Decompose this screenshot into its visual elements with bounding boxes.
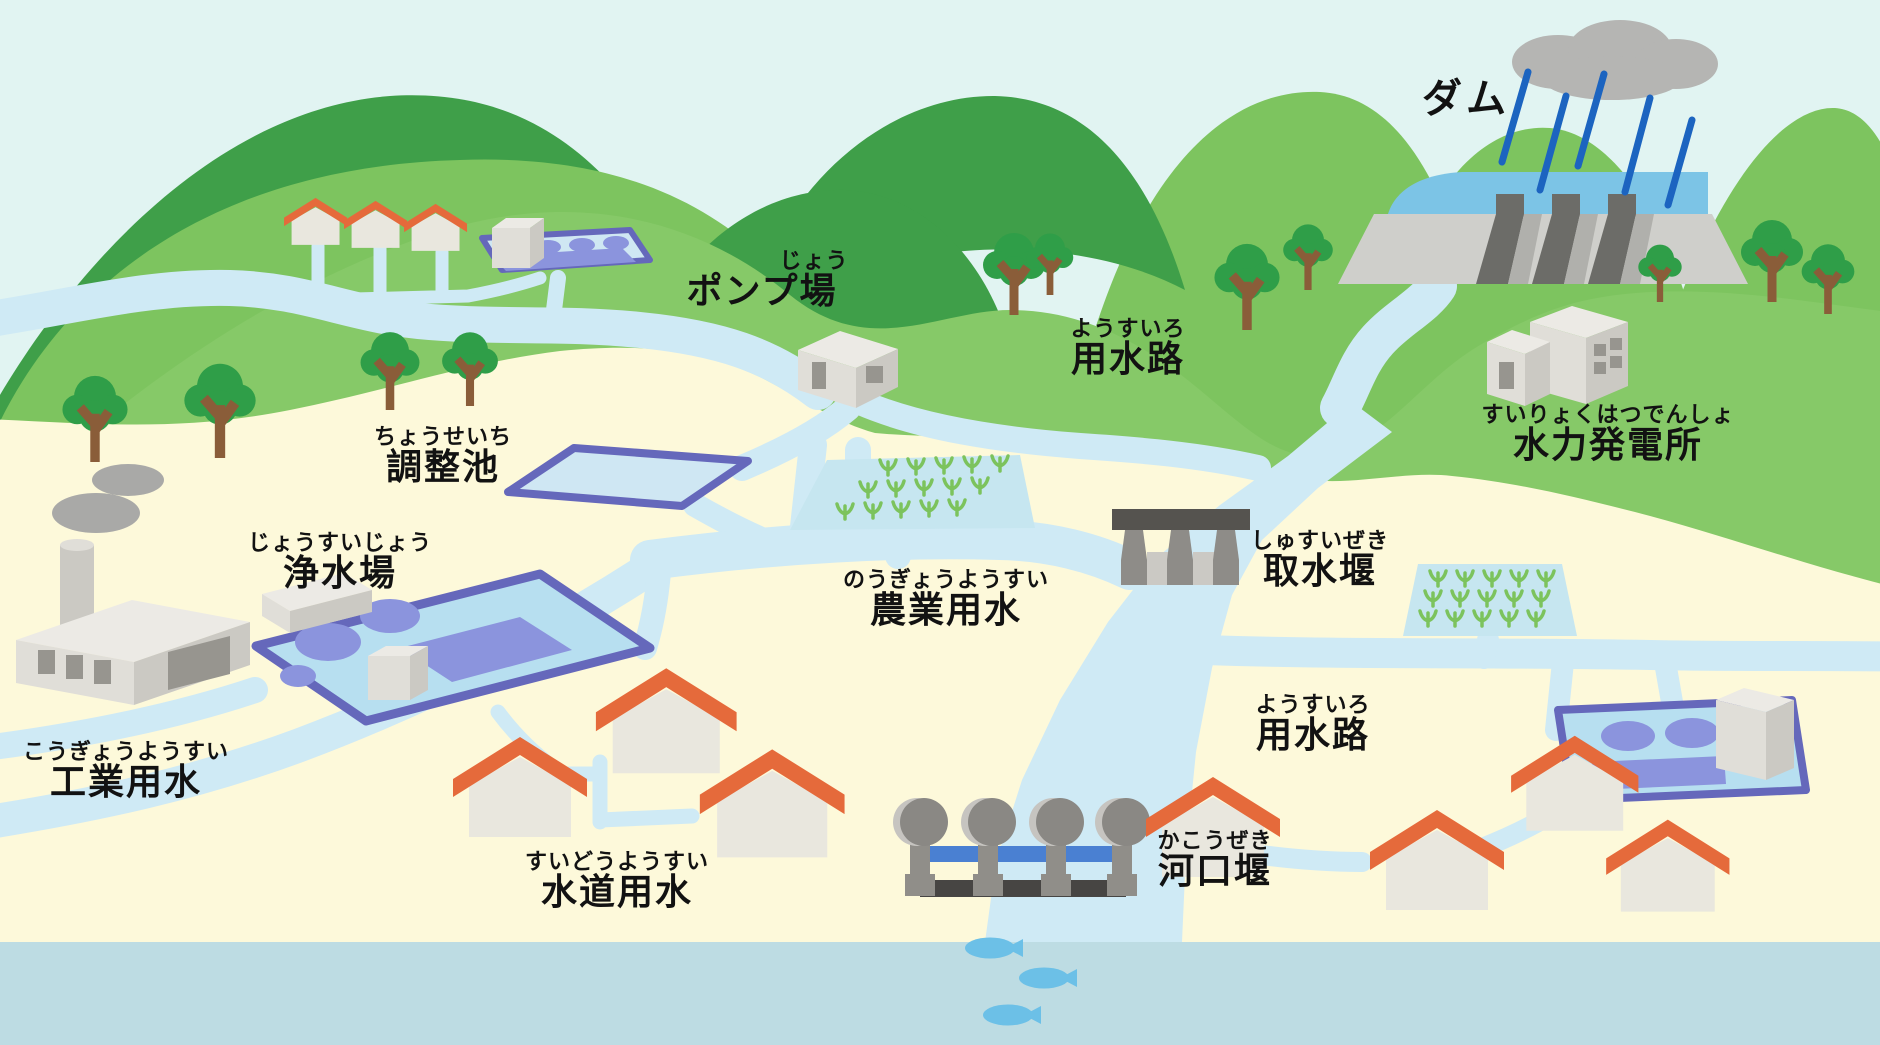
gate-hoist-disks — [893, 798, 1150, 846]
label-tap-water: すいどうようすい 水道用水 — [524, 850, 710, 914]
reservoir — [1388, 172, 1708, 214]
label-regulating-pond: ちょうせいち 調整池 — [373, 425, 513, 489]
label-industrial-water: こうぎょうようすい 工業用水 — [23, 740, 229, 804]
label-purification-plant: じょうすいじょう 浄水場 — [247, 531, 433, 595]
label-dam: ダム — [1422, 76, 1510, 122]
label-intake-weir: しゅすいぜき 取水堰 — [1250, 529, 1390, 593]
estuary-barrage-structure — [893, 798, 1150, 897]
intake-weir-structure — [1112, 509, 1250, 585]
sea — [0, 942, 1880, 1045]
regulating-pond — [504, 444, 752, 510]
rain-cloud-icon — [1512, 20, 1718, 100]
hydro-plant-building — [1487, 306, 1628, 406]
label-pump-station: じょう ポンプ場 — [686, 249, 849, 313]
label-irrigation-canal-lower: ようすいろ 用水路 — [1255, 693, 1371, 757]
rice-paddy-right — [1403, 564, 1577, 636]
label-irrigation-canal-upper: ようすいろ 用水路 — [1070, 317, 1186, 381]
factory-icon — [16, 464, 250, 705]
label-agricultural-water: のうぎょうようすい 農業用水 — [843, 568, 1049, 632]
rain-lines-icon — [1498, 68, 1696, 209]
label-estuary-barrage: かこうぜき 河口堰 — [1157, 829, 1273, 893]
pump-station-building — [798, 331, 898, 408]
rice-paddy-center — [790, 454, 1035, 530]
upper-treatment-facility — [479, 218, 653, 273]
purification-plant — [251, 569, 655, 726]
dam-spillways — [1476, 194, 1654, 284]
label-hydro-power-plant: すいりょくはつでんしょ 水力発電所 — [1481, 403, 1735, 467]
lower-treatment-facility — [1554, 688, 1810, 804]
